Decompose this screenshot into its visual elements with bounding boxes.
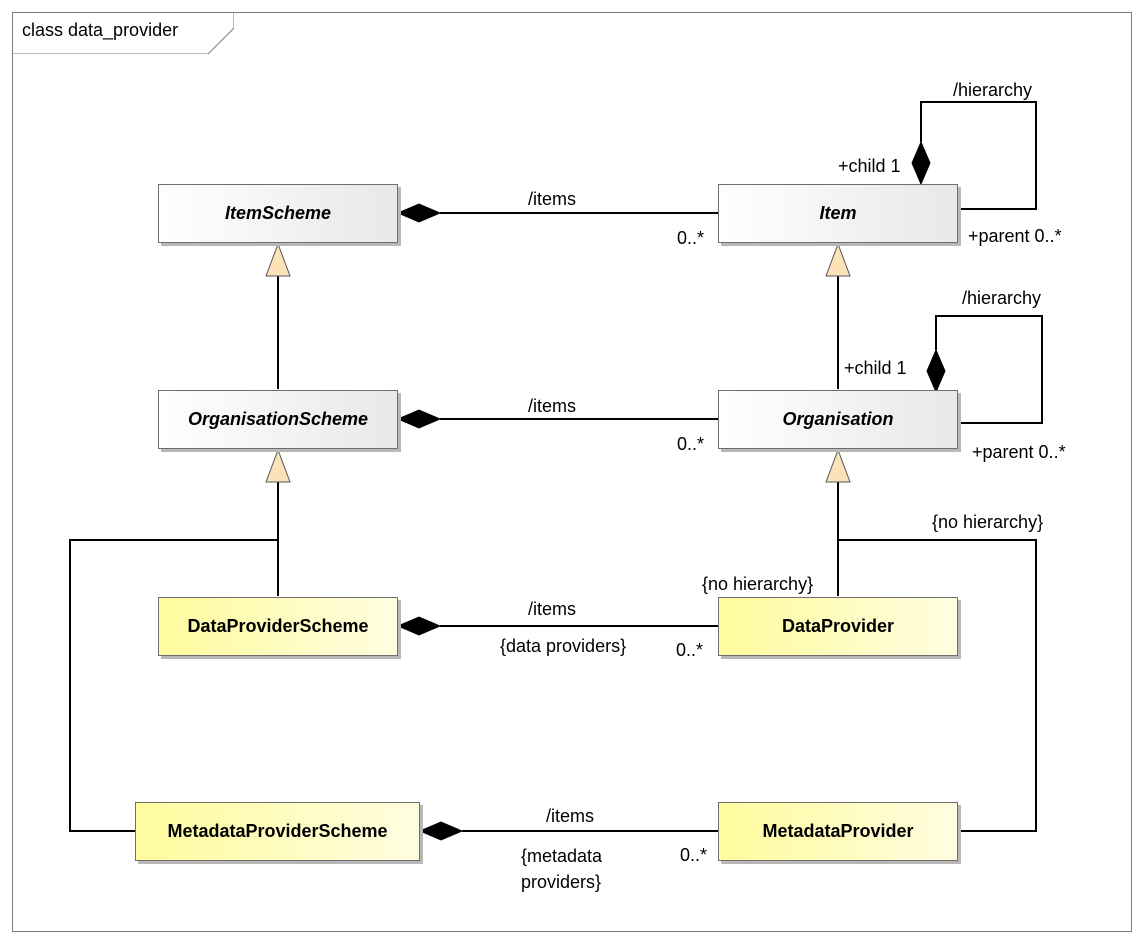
class-metadata-provider-scheme[interactable]: MetadataProviderScheme — [135, 802, 420, 861]
hierarchy-role-label: /hierarchy — [962, 288, 1042, 308]
items-role-label: /items — [546, 806, 595, 826]
composition-diamond — [926, 348, 946, 394]
frame-title: class data_provider — [22, 20, 179, 40]
multiplicity-label: 0..* — [677, 434, 705, 454]
child-multiplicity-label: +child 1 — [838, 156, 901, 176]
class-data-provider[interactable]: DataProvider — [718, 597, 958, 656]
class-organisation[interactable]: Organisation — [718, 390, 958, 449]
composition-diamond — [396, 409, 442, 429]
composition-diamond — [396, 203, 442, 223]
child-multiplicity-label: +child 1 — [844, 358, 907, 378]
class-metadata-provider[interactable]: MetadataProvider — [718, 802, 958, 861]
composition-diamond — [911, 140, 931, 186]
generalization-arrowhead — [265, 448, 291, 483]
hierarchy-loop-line — [935, 315, 1043, 424]
composition-diamond — [396, 616, 442, 636]
generalization-arrowhead — [825, 242, 851, 277]
generalization-arrowhead — [265, 242, 291, 277]
no-hierarchy-constraint: {no hierarchy} — [702, 574, 814, 594]
frame-title-tab — [12, 12, 234, 54]
multiplicity-label: 0..* — [677, 228, 705, 248]
metadata-providers-constraint: providers} — [521, 872, 602, 892]
composition-diamond — [418, 821, 464, 841]
metadata-providers-constraint: {metadata — [521, 846, 603, 866]
items-role-label: /items — [528, 599, 577, 619]
data-providers-constraint: {data providers} — [500, 636, 627, 656]
class-item-scheme[interactable]: ItemScheme — [158, 184, 398, 243]
generalization-line — [69, 539, 278, 832]
diagram-frame — [12, 12, 1132, 932]
multiplicity-label: 0..* — [680, 845, 708, 865]
items-role-label: /items — [528, 189, 577, 209]
parent-multiplicity-label: +parent 0..* — [968, 226, 1062, 246]
class-organisation-scheme[interactable]: OrganisationScheme — [158, 390, 398, 449]
class-item[interactable]: Item — [718, 184, 958, 243]
items-role-label: /items — [528, 396, 577, 416]
no-hierarchy-constraint: {no hierarchy} — [932, 512, 1044, 532]
parent-multiplicity-label: +parent 0..* — [972, 442, 1066, 462]
class-data-provider-scheme[interactable]: DataProviderScheme — [158, 597, 398, 656]
hierarchy-role-label: /hierarchy — [953, 80, 1033, 100]
multiplicity-label: 0..* — [676, 640, 704, 660]
generalization-line — [838, 539, 1037, 832]
hierarchy-loop-line — [920, 101, 1037, 210]
generalization-arrowhead — [825, 448, 851, 483]
